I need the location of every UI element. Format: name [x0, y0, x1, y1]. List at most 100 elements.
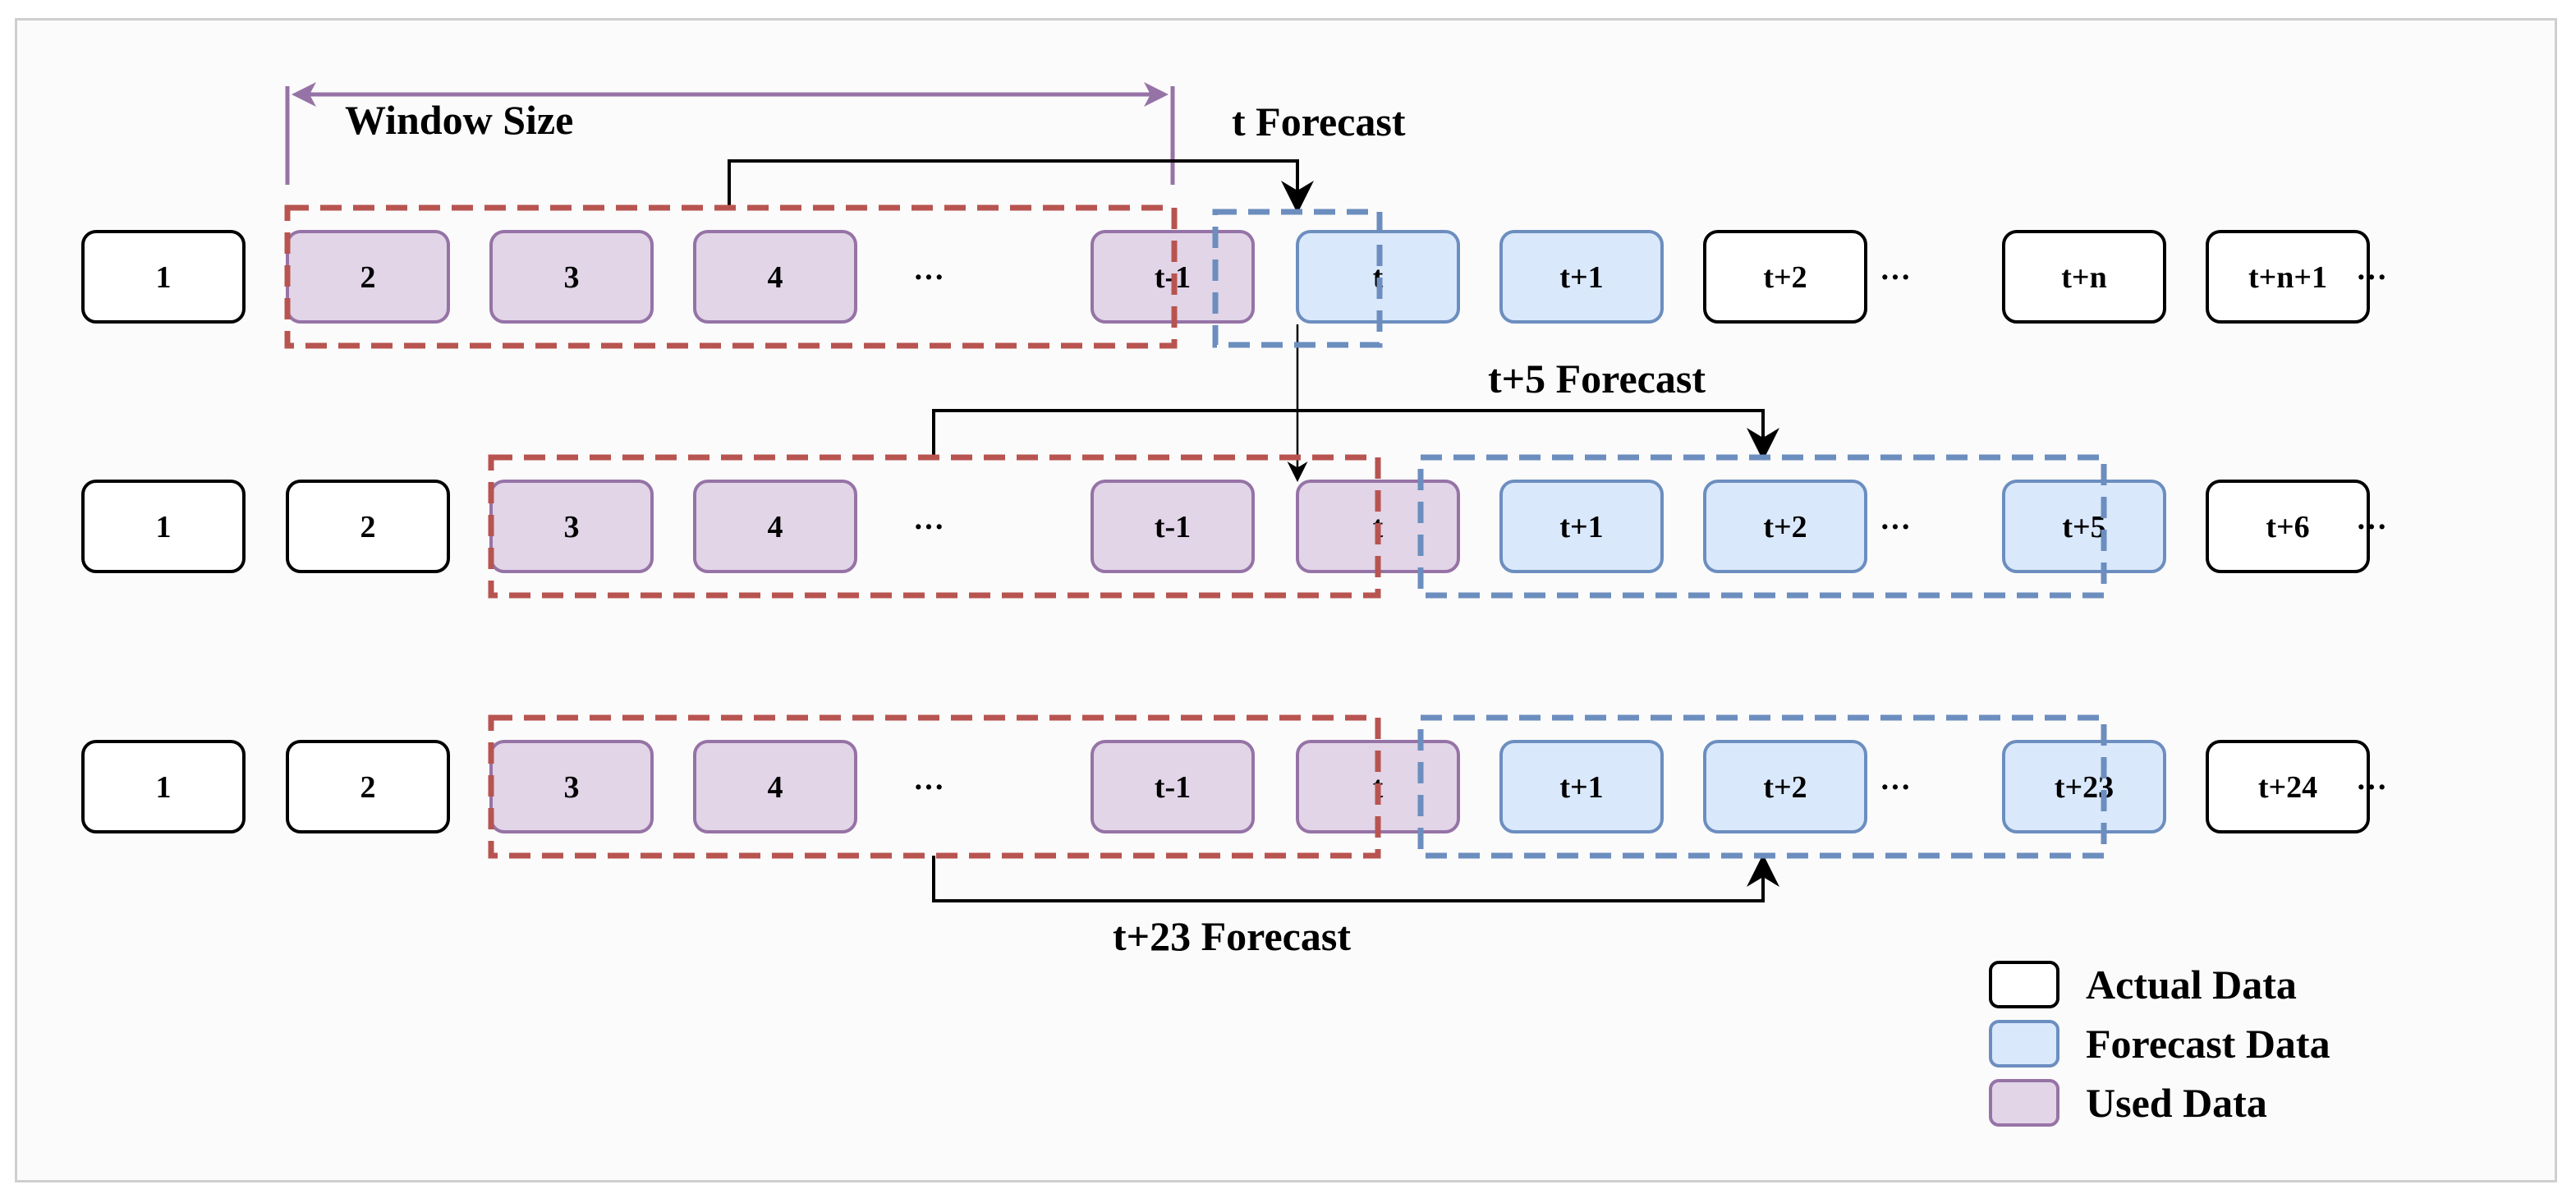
cell-box-forecast: [1703, 480, 1867, 573]
t5-forecast-arrow: t+5 Forecast: [932, 356, 1779, 461]
time-step-cell: 3: [489, 230, 654, 324]
time-step-cell: t+1: [1499, 740, 1664, 833]
cell-label: 1: [156, 770, 172, 805]
forecast-box-row-3: [1417, 714, 2107, 859]
cell-label: 3: [564, 510, 580, 544]
time-step-cell: ···: [913, 510, 944, 544]
cell-box-actual: [2206, 230, 2370, 324]
cell-box-used: [693, 740, 857, 833]
cell-box-forecast: [2002, 740, 2166, 833]
window-box-row-1: [284, 204, 1178, 349]
legend-item-forecast: Forecast Data: [1989, 1020, 2330, 1068]
cell-label: t+6: [2266, 510, 2309, 544]
cell-label: ···: [2356, 510, 2387, 544]
time-step-cell: 2: [286, 230, 450, 324]
time-step-cell: 3: [489, 740, 654, 833]
t-forecast-label: t Forecast: [1232, 99, 1406, 145]
legend-label: Forecast Data: [2086, 1021, 2330, 1067]
cell-label: ···: [1880, 770, 1911, 805]
cell-box-used: [1091, 480, 1255, 573]
time-step-cell: 4: [693, 480, 857, 573]
cell-box-actual: [1703, 230, 1867, 324]
cell-label: 2: [360, 510, 376, 544]
cell-label: t+2: [1763, 770, 1807, 805]
t-forecast-arrow: t Forecast: [728, 99, 1406, 214]
cell-label: t+1: [1559, 260, 1603, 295]
window-size-label: Window Size: [345, 97, 573, 143]
cell-label: t+1: [1559, 510, 1603, 544]
time-step-cell: ···: [1880, 260, 1911, 295]
time-step-cell: 1: [81, 740, 246, 833]
time-step-cell: ···: [1880, 510, 1911, 544]
cell-box-actual: [81, 480, 246, 573]
t5-forecast-label: t+5 Forecast: [1488, 356, 1706, 402]
forecast-box-row-1: [1212, 209, 1383, 348]
cell-label: ···: [913, 510, 944, 544]
cell-label: t+n+1: [2248, 260, 2327, 295]
forecast-box-row-2: [1417, 454, 2107, 599]
cell-label: 3: [564, 770, 580, 805]
cell-label: t-1: [1155, 510, 1191, 544]
time-step-cell: 3: [489, 480, 654, 573]
cell-label: t+n: [2061, 260, 2106, 295]
window-box-row-2: [488, 454, 1381, 599]
legend-label: Actual Data: [2086, 962, 2297, 1008]
time-step-cell: 4: [693, 230, 857, 324]
time-step-cell: ···: [1880, 770, 1911, 805]
legend-swatch: [1989, 1020, 2059, 1068]
cell-box-forecast: [1499, 480, 1664, 573]
time-step-cell: t+2: [1703, 740, 1867, 833]
legend-item-used: Used Data: [1989, 1079, 2267, 1127]
cell-label: t-1: [1155, 770, 1191, 805]
time-step-cell: t+6: [2206, 480, 2370, 573]
time-step-cell: t+n+1: [2206, 230, 2370, 324]
time-step-cell: 1: [81, 480, 246, 573]
cell-label: t+2: [1763, 260, 1807, 295]
time-step-cell: t+1: [1499, 480, 1664, 573]
time-step-cell: t+n: [2002, 230, 2166, 324]
cell-box-actual: [81, 740, 246, 833]
time-step-cell: t+2: [1703, 230, 1867, 324]
time-step-cell: ···: [2356, 260, 2387, 295]
cell-box-actual: [286, 740, 450, 833]
cell-label: ···: [2356, 260, 2387, 295]
cell-label: 1: [156, 510, 172, 544]
time-step-cell: ···: [913, 770, 944, 805]
cell-box-used: [1091, 740, 1255, 833]
cell-label: ···: [1880, 510, 1911, 544]
time-step-cell: 2: [286, 480, 450, 573]
dash-boxes: [284, 204, 2107, 859]
cell-label: 4: [768, 770, 783, 805]
cell-label: 3: [564, 260, 580, 295]
cell-box-actual: [2002, 230, 2166, 324]
cell-box-used: [693, 480, 857, 573]
time-step-cell: t+1: [1499, 230, 1664, 324]
cell-box-forecast: [2002, 480, 2166, 573]
cell-box-forecast: [1499, 740, 1664, 833]
cell-label: t+2: [1763, 510, 1807, 544]
cell-label: 4: [768, 260, 783, 295]
time-step-cell: t+23: [2002, 740, 2166, 833]
cell-label: t+5: [2062, 510, 2105, 544]
t23-forecast-arrow: t+23 Forecast: [932, 854, 1779, 959]
cell-label: t+24: [2258, 770, 2317, 805]
cell-label: ···: [913, 770, 944, 805]
cell-box-used: [693, 230, 857, 324]
legend-swatch: [1989, 1079, 2059, 1127]
legend-item-actual: Actual Data: [1989, 961, 2297, 1008]
window-box-row-3: [488, 714, 1381, 859]
cell-label: 1: [156, 260, 172, 295]
cell-label: 4: [768, 510, 783, 544]
legend-label: Used Data: [2086, 1080, 2267, 1126]
cell-box-actual: [81, 230, 246, 324]
cell-label: 2: [360, 260, 376, 295]
cell-box-actual: [2206, 740, 2370, 833]
cell-box-actual: [2206, 480, 2370, 573]
cell-box-actual: [286, 480, 450, 573]
